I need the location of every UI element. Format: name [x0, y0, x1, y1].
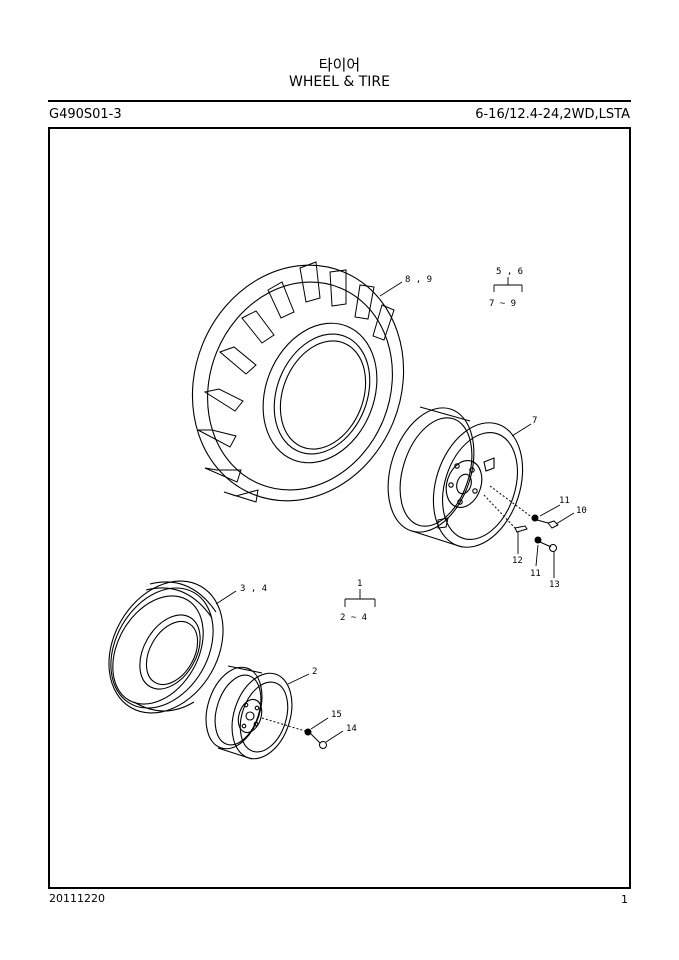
callout-pin-12: 12 — [512, 556, 523, 566]
callout-nut-13: 13 — [549, 580, 560, 590]
front-tire-illustration — [108, 580, 224, 714]
callout-washer-15: 15 — [331, 710, 342, 720]
callout-rear-group-range: 7 ~ 9 — [489, 299, 516, 309]
callout-front-group-range: 2 ~ 4 — [340, 613, 367, 623]
footer-date: 20111220 — [49, 892, 105, 905]
callout-nut-14: 14 — [346, 724, 357, 734]
rear-hardware-illustration — [483, 485, 559, 552]
front-hardware-illustration — [261, 717, 327, 749]
callout-front-group-top: 1 — [357, 579, 362, 589]
page-title: WHEEL & TIRE — [289, 74, 390, 90]
rear-tire-illustration — [191, 261, 405, 503]
drawing-frame — [48, 127, 631, 889]
callout-front-tire: 3 , 4 — [240, 584, 267, 594]
page-number: 1 — [621, 893, 628, 906]
callout-rear-tire: 8 , 9 — [405, 275, 432, 285]
callout-front-wheel: 2 — [312, 667, 317, 677]
rear-wheel-illustration — [387, 406, 524, 548]
callout-rear-group-top: 5 , 6 — [496, 267, 523, 277]
callout-bolt-11a: 11 — [559, 496, 570, 506]
front-wheel-illustration — [205, 665, 293, 760]
callout-rear-wheel: 7 — [532, 416, 537, 426]
leader-lines — [215, 277, 575, 743]
part-group-code: G490S01-3 — [49, 107, 122, 122]
callout-nut-10: 10 — [576, 506, 587, 516]
page-title-korean: 타이어 — [318, 56, 361, 74]
model-spec: 6-16/12.4-24,2WD,LSTA — [475, 107, 630, 122]
header-divider — [48, 100, 631, 102]
callout-bolt-11b: 11 — [530, 569, 541, 579]
